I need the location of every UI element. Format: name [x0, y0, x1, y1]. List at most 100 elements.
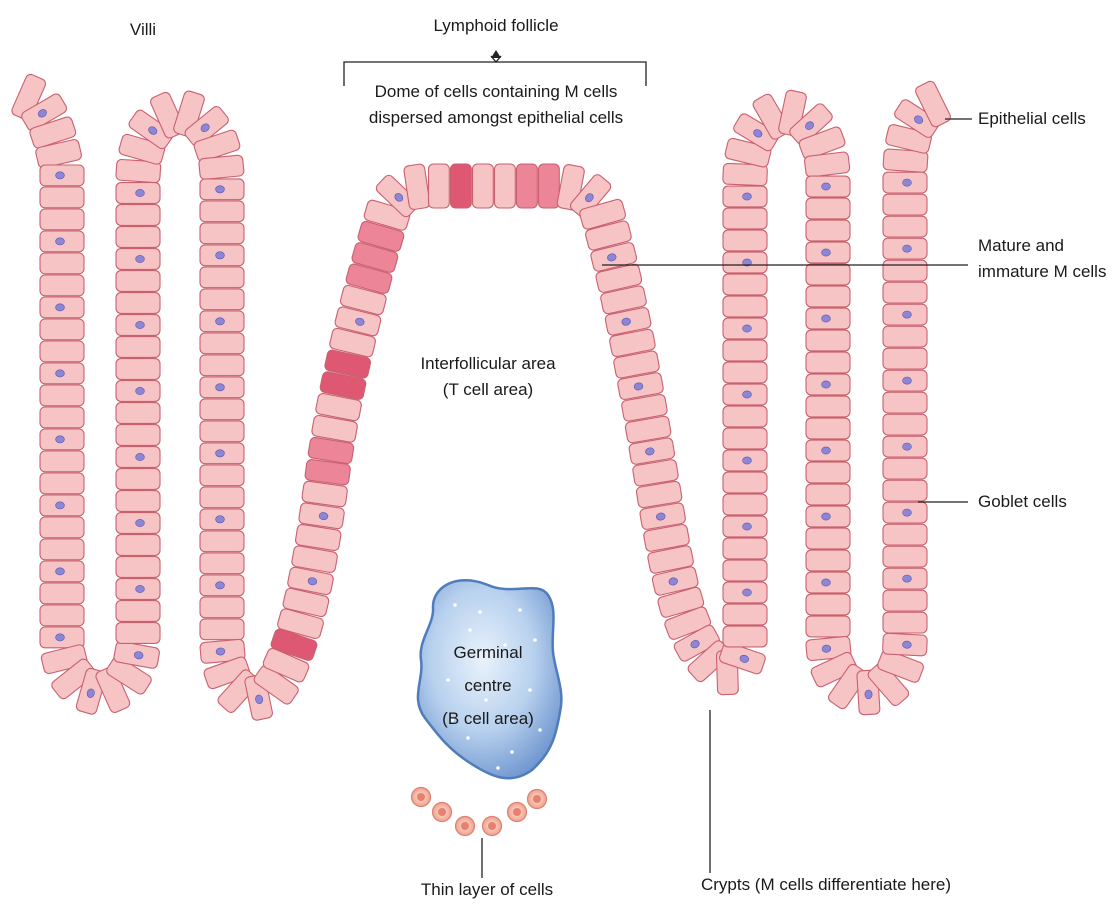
- germinal-speck: [528, 688, 532, 692]
- cell-nucleus: [822, 447, 831, 454]
- cell-nucleus: [903, 311, 912, 318]
- epithelial-cell: [40, 605, 84, 626]
- epithelial-cell: [806, 286, 850, 307]
- epithelial-cell: [40, 539, 84, 560]
- epithelial-cell: [200, 421, 244, 442]
- small-cell-nucleus: [513, 808, 521, 816]
- epithelial-cell: [723, 428, 767, 449]
- epithelial-cell: [200, 487, 244, 508]
- small-cell-nucleus: [438, 808, 446, 816]
- cell-nucleus: [822, 579, 831, 586]
- epithelial-cell: [723, 340, 767, 361]
- epithelial-cell: [883, 524, 927, 545]
- epithelial-cell: [200, 223, 244, 244]
- cell-nucleus: [743, 523, 752, 530]
- epithelial-cell: [883, 590, 927, 611]
- cell-nucleus: [822, 315, 831, 322]
- epithelial-cell: [723, 230, 767, 251]
- epithelial-cell: [723, 560, 767, 581]
- epithelial-cells-label: Epithelial cells: [978, 107, 1086, 131]
- epithelial-cell: [806, 396, 850, 417]
- epithelial-cell: [539, 164, 560, 208]
- epithelial-cell: [200, 619, 244, 640]
- cell-nucleus: [136, 321, 145, 328]
- epithelial-cell: [116, 271, 160, 292]
- m-cells-label-line1: Mature and: [978, 234, 1064, 258]
- germinal-speck: [468, 628, 472, 632]
- cell-nucleus: [903, 179, 912, 186]
- epithelial-cell: [116, 469, 160, 490]
- cell-nucleus: [56, 634, 65, 641]
- dome-label-line2: dispersed amongst epithelial cells: [369, 106, 623, 130]
- cell-nucleus: [56, 370, 65, 377]
- epithelial-cell: [883, 612, 927, 633]
- epithelial-cell: [517, 164, 538, 208]
- cell-nucleus: [743, 325, 752, 332]
- epithelial-cell: [723, 538, 767, 559]
- cell-nucleus: [56, 304, 65, 311]
- cell-nucleus: [822, 183, 831, 190]
- epithelial-cell: [200, 465, 244, 486]
- cell-nucleus: [822, 249, 831, 256]
- epithelial-cell: [200, 531, 244, 552]
- germinal-speck: [453, 603, 457, 607]
- epithelial-cell: [806, 528, 850, 549]
- epithelial-cell: [40, 275, 84, 296]
- epithelial-cell: [806, 418, 850, 439]
- epithelial-cell: [40, 473, 84, 494]
- epithelial-cell: [723, 362, 767, 383]
- epithelial-cell: [200, 553, 244, 574]
- epithelial-cell: [40, 451, 84, 472]
- cell-nucleus: [903, 575, 912, 582]
- epithelial-cell: [200, 289, 244, 310]
- epithelial-cell: [806, 594, 850, 615]
- epithelial-cell: [116, 601, 160, 622]
- epithelial-cell: [198, 155, 244, 180]
- germinal-label-line1: Germinal: [454, 641, 523, 665]
- epithelial-cell: [200, 267, 244, 288]
- germinal-speck: [538, 728, 542, 732]
- epithelial-cell: [806, 462, 850, 483]
- cell-nucleus: [216, 582, 225, 589]
- cell-nucleus: [216, 252, 225, 259]
- cell-nucleus: [56, 238, 65, 245]
- cell-nucleus: [216, 516, 225, 523]
- germinal-speck: [518, 608, 522, 612]
- epithelial-cell: [40, 407, 84, 428]
- epithelial-cell: [806, 198, 850, 219]
- epithelial-cell: [723, 208, 767, 229]
- epithelial-cell: [806, 550, 850, 571]
- cell-nucleus: [822, 513, 831, 520]
- cell-nucleus: [865, 690, 873, 699]
- cell-nucleus: [902, 641, 911, 649]
- germinal-speck: [533, 638, 537, 642]
- epithelial-cell: [200, 201, 244, 222]
- goblet-cells-label: Goblet cells: [978, 490, 1067, 514]
- cell-nucleus: [903, 245, 912, 252]
- cell-nucleus: [136, 585, 145, 592]
- epithelial-cell: [883, 546, 927, 567]
- epithelial-cell: [40, 209, 84, 230]
- epithelial-cell: [883, 282, 927, 303]
- cell-nucleus: [216, 318, 225, 325]
- epithelial-cell: [473, 164, 494, 208]
- epithelial-cell: [200, 333, 244, 354]
- cell-nucleus: [743, 457, 752, 464]
- epithelial-cell: [40, 341, 84, 362]
- epithelial-cell: [495, 164, 516, 208]
- cell-nucleus: [136, 189, 145, 196]
- germinal-speck: [484, 698, 488, 702]
- thin-cell-layer: [412, 788, 547, 836]
- cell-nucleus: [56, 568, 65, 575]
- cell-nucleus: [56, 436, 65, 443]
- epithelial-cell: [40, 517, 84, 538]
- small-cell-nucleus: [533, 795, 541, 803]
- cell-nucleus: [743, 589, 752, 596]
- epithelial-cell: [723, 406, 767, 427]
- m-cells-label-line2: immature M cells: [978, 260, 1106, 284]
- epithelial-cell: [116, 205, 160, 226]
- lymphoid-follicle-label: Lymphoid follicle: [433, 14, 558, 38]
- epithelial-cell: [116, 293, 160, 314]
- epithelial-cell: [200, 355, 244, 376]
